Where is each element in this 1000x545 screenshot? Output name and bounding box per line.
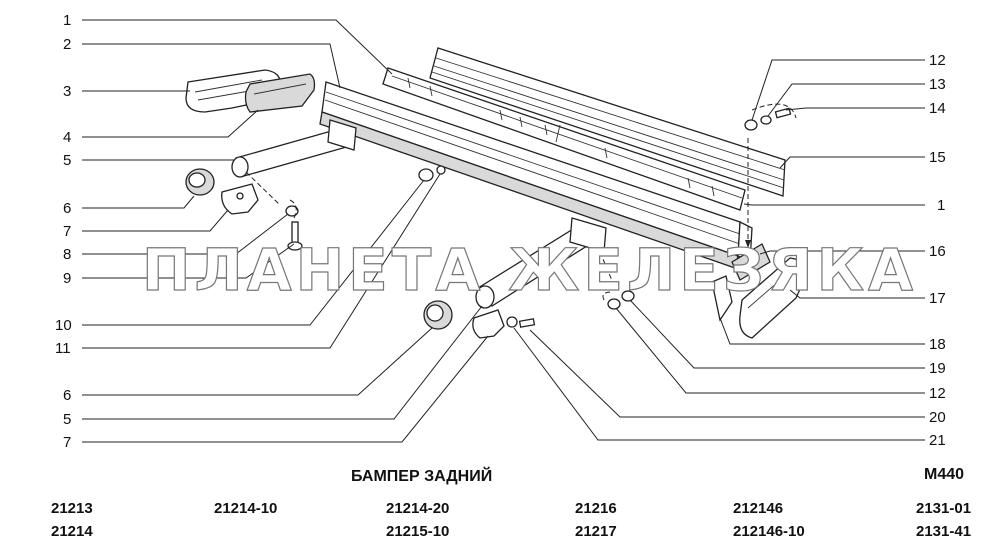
callouts-left: 1 2 3 4 5 6 7 8 9 10 11 6 5 7 [55, 12, 72, 451]
model-code: 2131-41 [916, 523, 972, 540]
bracket-18 [711, 275, 733, 322]
tube-bracket-5-right [475, 217, 607, 309]
bushing-6-right [423, 300, 453, 330]
callout-21: 21 [929, 432, 946, 449]
model-code: 21214-10 [214, 500, 278, 517]
bracket-16 [731, 243, 771, 281]
callout-12: 12 [929, 52, 946, 69]
model-code: 21214-20 [386, 500, 450, 517]
model-code: 21215-10 [386, 523, 450, 540]
model-code: 21217 [575, 523, 617, 540]
washer-10 [418, 168, 434, 182]
callout-17: 17 [929, 290, 946, 307]
model-code: 2131-01 [916, 500, 972, 517]
callout-16: 16 [929, 243, 946, 260]
plate-7-left [221, 183, 259, 215]
callout-7-lower: 7 [63, 434, 71, 451]
washer-13 [760, 115, 772, 125]
model-code: 21214 [51, 523, 93, 540]
callout-5: 5 [63, 152, 71, 169]
diagram-title: БАМПЕР ЗАДНИЙ [351, 468, 493, 485]
bushing-6-left [185, 168, 215, 196]
end-cap-17 [739, 257, 807, 339]
callout-7: 7 [63, 223, 71, 240]
washer-19 [621, 290, 635, 302]
callouts-right: 12 13 14 15 1 16 17 18 19 12 20 21 [929, 52, 946, 449]
callout-19: 19 [929, 360, 946, 377]
bolt-9 [287, 221, 303, 251]
bumper-strip-15 [429, 47, 786, 197]
bolt-21 [518, 318, 536, 328]
callout-18: 18 [929, 336, 946, 353]
callout-10: 10 [55, 317, 72, 334]
callout-4: 4 [63, 129, 71, 146]
model-code: 21213 [51, 500, 93, 517]
callout-11: 11 [55, 340, 71, 357]
nut-8 [285, 205, 299, 217]
model-code: 21216 [575, 500, 617, 517]
model-code: 212146 [733, 500, 784, 517]
bumper-bracket-1 [382, 67, 746, 211]
plate-7-right [472, 309, 505, 339]
bolt-14 [774, 107, 792, 119]
nut-12-upper [744, 119, 758, 131]
callout-9: 9 [63, 270, 71, 287]
callout-1-right: 1 [937, 197, 945, 214]
callout-14: 14 [929, 100, 946, 117]
nut-12-lower [607, 298, 621, 310]
leader-lines [82, 19, 925, 443]
callout-2: 2 [63, 36, 71, 53]
end-pad-4 [244, 73, 316, 113]
callout-6-lower: 6 [63, 387, 71, 404]
callout-5-lower: 5 [63, 411, 71, 428]
tube-bracket-5-left [231, 119, 357, 178]
nut-20 [506, 316, 518, 328]
model-code: 212146-10 [733, 523, 805, 540]
callout-15: 15 [929, 149, 946, 166]
diagram-code: M440 [924, 466, 965, 483]
watermark-text: ПЛАНЕТА ЖЕЛЕЗЯКА [142, 236, 917, 304]
callout-1: 1 [63, 12, 71, 29]
callout-12-lower: 12 [929, 385, 946, 402]
callout-3: 3 [63, 83, 71, 100]
washer-11 [436, 165, 446, 175]
callout-13: 13 [929, 76, 946, 93]
callout-8: 8 [63, 246, 71, 263]
callout-20: 20 [929, 409, 946, 426]
callout-6: 6 [63, 200, 71, 217]
